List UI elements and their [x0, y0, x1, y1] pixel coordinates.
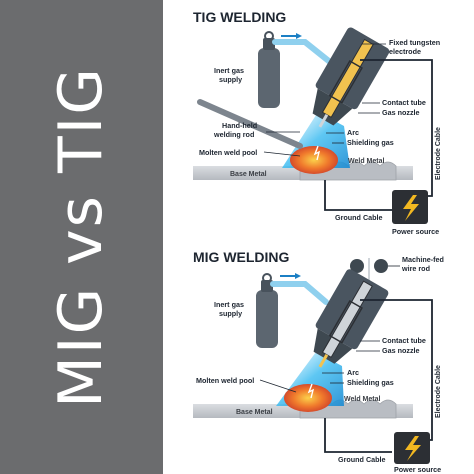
mig-label-wire-rod: wire rod	[401, 264, 430, 273]
mig-gas-pipe	[270, 281, 329, 305]
mig-label-machine-fed: Machine-fed	[402, 255, 444, 264]
mig-label-electrode-cable: Electrode Cable	[435, 365, 442, 418]
tig-title: TIG WELDING	[193, 9, 286, 25]
mig-label-power-source: Power source	[394, 465, 441, 474]
mig-label-ground-cable: Ground Cable	[338, 455, 386, 464]
mig-torch	[313, 269, 389, 368]
mig-molten-pool	[284, 384, 332, 412]
tig-leader-lines	[263, 43, 386, 157]
tig-label-electrode: electrode	[389, 47, 421, 56]
mig-label-shielding-gas: Shielding gas	[347, 378, 394, 387]
tig-label-inert-gas: Inert gas	[214, 66, 244, 75]
tig-gas-pipe	[272, 39, 333, 65]
mig-leader-lines	[259, 265, 400, 393]
tig-label-arc: Arc	[347, 128, 359, 137]
mig-label-base-metal: Base Metal	[236, 409, 273, 416]
tig-label-electrode-cable: Electrode Cable	[435, 127, 442, 180]
tig-label-power-source: Power source	[392, 227, 439, 236]
tig-label-contact-tube: Contact tube	[382, 98, 426, 107]
tig-label-hand-held: Hand-held	[222, 121, 257, 130]
mig-label-supply: supply	[219, 309, 242, 318]
mig-label-molten-pool: Molten weld pool	[196, 376, 254, 385]
tig-label-shielding-gas: Shielding gas	[347, 138, 394, 147]
mig-label-weld-metal: Weld Metal	[344, 396, 380, 403]
mig-label-gas-nozzle: Gas nozzle	[382, 346, 420, 355]
tig-label-molten-pool: Molten weld pool	[199, 148, 257, 157]
tig-ground-cable	[324, 180, 392, 211]
tig-label-supply: supply	[219, 75, 242, 84]
tig-arc	[313, 145, 321, 161]
mig-section: MIG WELDING	[193, 249, 444, 474]
mig-ground-cable	[324, 418, 392, 453]
tig-molten-pool	[290, 146, 338, 174]
tig-label-welding-rod: welding rod	[213, 130, 254, 139]
mig-gas-cylinder-icon	[256, 273, 278, 348]
mig-title: MIG WELDING	[193, 249, 290, 265]
tig-section: TIG WELDING	[193, 9, 442, 236]
tig-label-base-metal: Base Metal	[230, 171, 267, 178]
left-panel: MIG vs TIG	[0, 0, 163, 474]
tig-torch	[312, 27, 390, 128]
tig-label-fixed-tungsten: Fixed tungsten	[389, 38, 440, 47]
tig-gas-cylinder-icon	[258, 31, 280, 108]
tig-power-source-icon	[392, 190, 428, 224]
mig-power-source-icon	[394, 432, 430, 464]
tig-welding-rod	[197, 99, 303, 149]
mig-label-inert-gas: Inert gas	[214, 300, 244, 309]
tig-label-gas-nozzle: Gas nozzle	[382, 108, 420, 117]
mig-arc	[307, 383, 315, 399]
mig-label-contact-tube: Contact tube	[382, 336, 426, 345]
tig-label-weld-metal: Weld Metal	[348, 158, 384, 165]
mig-label-arc: Arc	[347, 368, 359, 377]
mig-wire-feed-rollers-icon	[350, 258, 388, 282]
tig-label-ground-cable: Ground Cable	[335, 213, 383, 222]
